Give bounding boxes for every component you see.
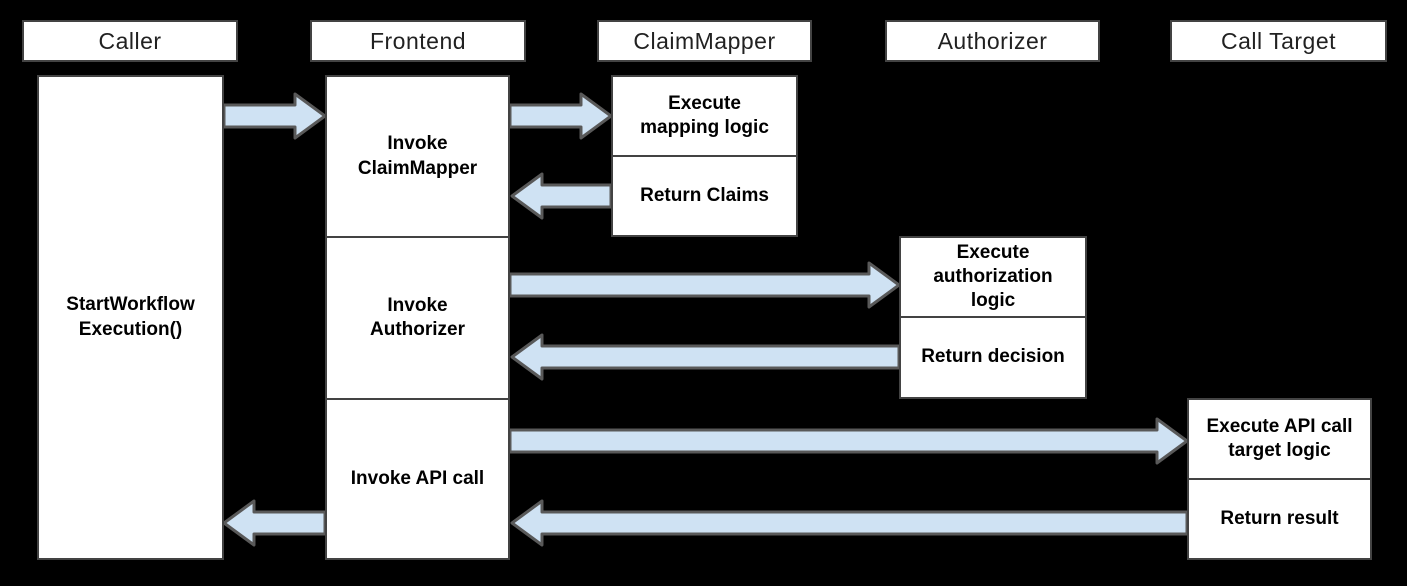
step-box-invoke-authorizer: Invoke Authorizer — [325, 236, 510, 400]
step-box-return-result: Return result — [1187, 478, 1372, 560]
lifeline-header-caller: Caller — [22, 20, 238, 62]
step-box-return-claims: Return Claims — [611, 155, 798, 237]
step-box-execute-api-call-target-logic: Execute API call target logic — [1187, 398, 1372, 480]
step-box-return-decision: Return decision — [899, 316, 1087, 399]
arrow-right-icon-caller-to-frontend — [222, 92, 327, 140]
arrow-right-icon-frontend-to-authorizer — [508, 261, 901, 309]
arrow-right-icon-frontend-to-calltarget — [508, 417, 1189, 465]
arrow-left-icon-frontend-to-caller — [222, 499, 327, 547]
arrow-left-icon-claimmapper-to-frontend — [510, 172, 613, 220]
step-box-execute-authorization-logic: Execute authorization logic — [899, 236, 1087, 318]
step-box-invoke-api-call: Invoke API call — [325, 398, 510, 560]
arrow-right-icon-frontend-to-claimmapper — [508, 92, 613, 140]
step-box-invoke-claimmapper: Invoke ClaimMapper — [325, 75, 510, 238]
step-box-startworkflowexecution: StartWorkflow Execution() — [37, 75, 224, 560]
lifeline-header-claimmapper: ClaimMapper — [597, 20, 812, 62]
lifeline-header-calltarget: Call Target — [1170, 20, 1387, 62]
lifeline-header-frontend: Frontend — [310, 20, 526, 62]
arrow-left-icon-calltarget-to-frontend — [510, 499, 1189, 547]
lifeline-header-authorizer: Authorizer — [885, 20, 1100, 62]
step-box-execute-mapping-logic: Execute mapping logic — [611, 75, 798, 157]
arrow-left-icon-authorizer-to-frontend — [510, 333, 901, 381]
